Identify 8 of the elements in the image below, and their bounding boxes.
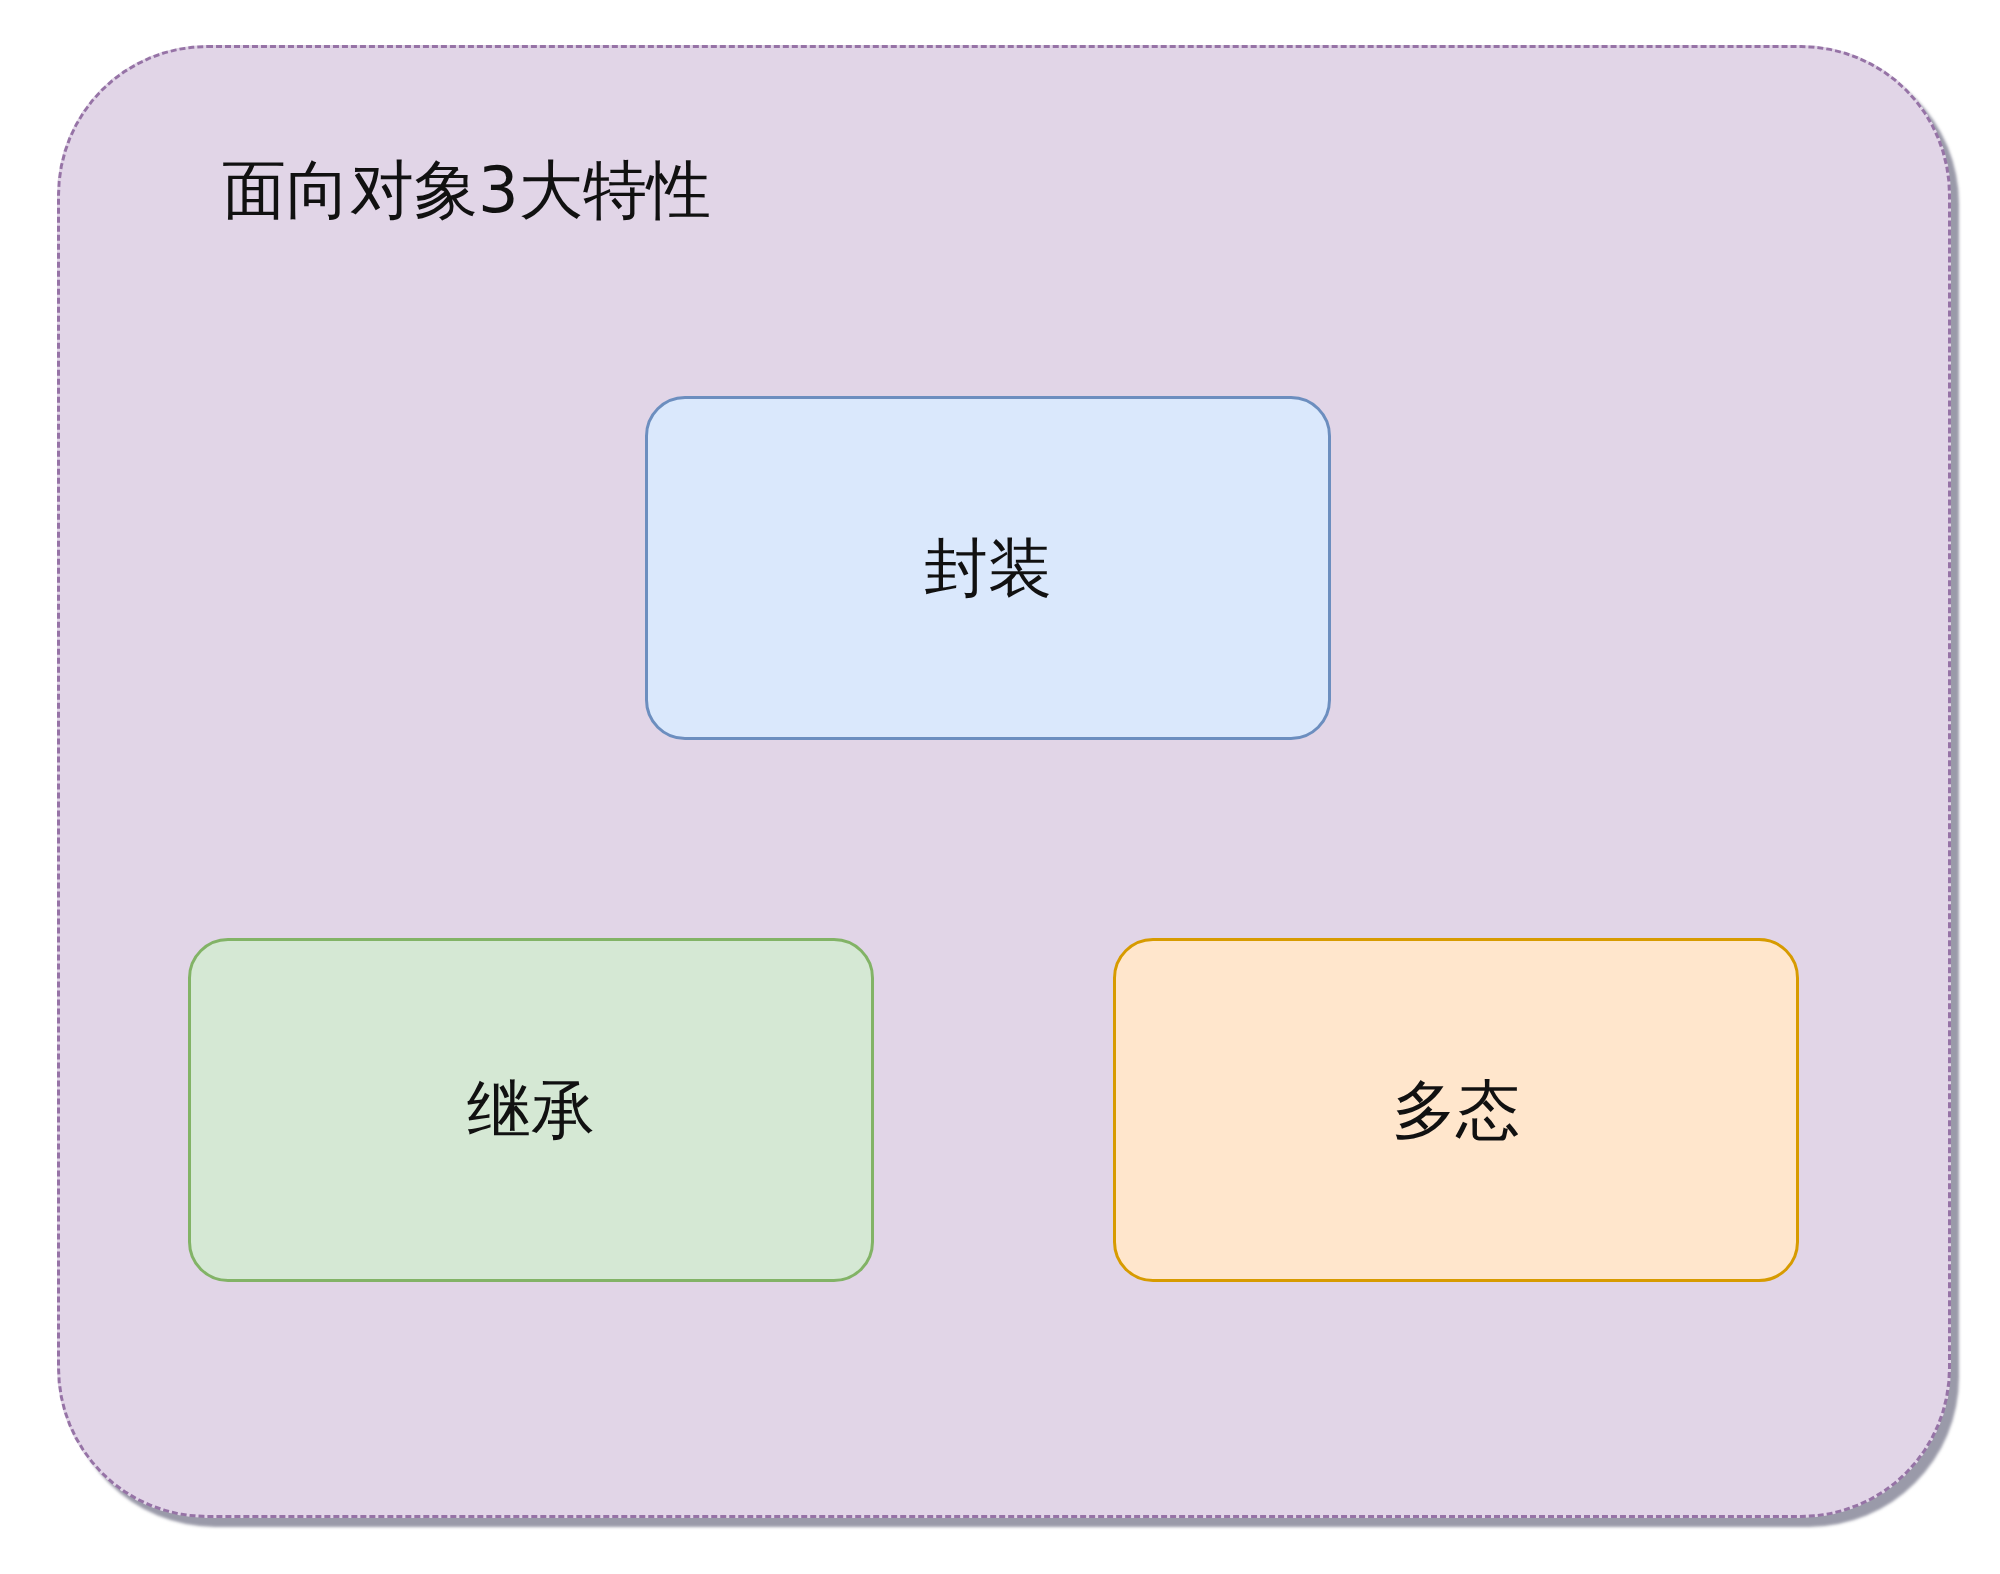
box-label: 封装 xyxy=(924,529,1052,607)
box-label: 多态 xyxy=(1392,1071,1520,1149)
box-label: 继承 xyxy=(467,1071,595,1149)
rounded-box xyxy=(188,938,874,1282)
container-title: 面向对象3大特性 xyxy=(222,152,711,229)
rounded-box xyxy=(1113,938,1799,1282)
group-container xyxy=(57,45,1951,1518)
rounded-box xyxy=(645,396,1331,740)
